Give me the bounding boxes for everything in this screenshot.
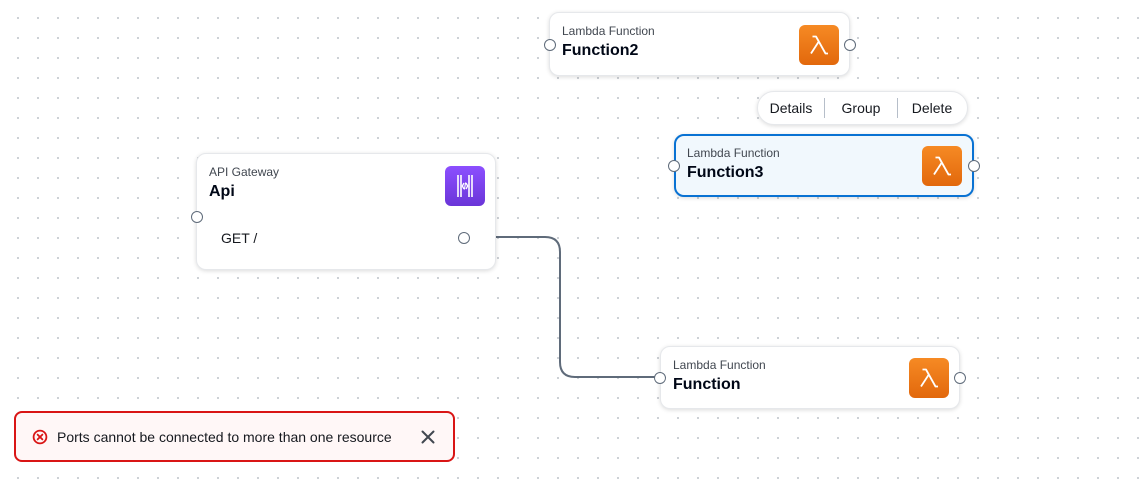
error-message: Ports cannot be connected to more than o…	[57, 429, 392, 445]
lambda-icon	[799, 25, 839, 65]
node-type-label: Lambda Function	[562, 24, 655, 38]
api-gateway-icon	[445, 166, 485, 206]
input-port[interactable]	[668, 160, 680, 172]
output-port[interactable]	[954, 372, 966, 384]
group-button[interactable]: Group	[841, 100, 881, 116]
node-function3[interactable]: Lambda Function Function3	[668, 134, 980, 197]
delete-button[interactable]: Delete	[911, 100, 953, 116]
node-name: Function3	[687, 164, 764, 181]
node-type-label: API Gateway	[209, 165, 280, 179]
node-type-label: Lambda Function	[687, 146, 780, 160]
node-function2[interactable]: Lambda Function Function2	[544, 12, 856, 76]
toolbar-divider	[824, 98, 825, 118]
input-port[interactable]	[654, 372, 666, 384]
route-output-port[interactable]	[458, 232, 470, 244]
error-flashbar: Ports cannot be connected to more than o…	[14, 411, 455, 462]
node-name: Api	[209, 183, 235, 200]
toolbar-divider	[897, 98, 898, 118]
node-name: Function2	[562, 42, 639, 59]
node-type-label: Lambda Function	[673, 358, 766, 372]
lambda-icon	[909, 358, 949, 398]
close-icon[interactable]	[419, 428, 437, 451]
node-action-toolbar: Details Group Delete	[757, 91, 968, 125]
output-port[interactable]	[844, 39, 856, 51]
input-port[interactable]	[191, 211, 203, 223]
input-port[interactable]	[544, 39, 556, 51]
node-function[interactable]: Lambda Function Function	[654, 346, 966, 409]
node-api[interactable]: API Gateway Api GET /	[191, 153, 496, 270]
node-name: Function	[673, 376, 741, 393]
lambda-icon	[922, 146, 962, 186]
details-button[interactable]: Details	[769, 100, 813, 116]
route-label: GET /	[221, 230, 258, 246]
output-port[interactable]	[968, 160, 980, 172]
error-icon	[32, 429, 48, 450]
